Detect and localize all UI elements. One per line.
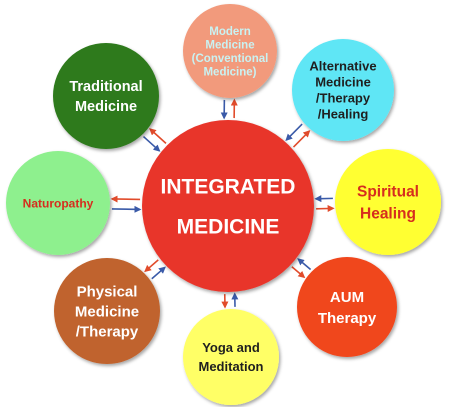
center-label-line-2: MEDICINE bbox=[177, 216, 280, 239]
arrow-out-aum-therapy bbox=[291, 266, 306, 279]
node-label-modern-medicine-line-3: (Conventional bbox=[192, 53, 269, 65]
node-circle-modern-medicine bbox=[183, 4, 277, 98]
node-circle-alternative-medicine bbox=[292, 39, 394, 141]
node-label-modern-medicine-line-4: Medicine) bbox=[203, 66, 256, 78]
arrow-in-traditional-medicine bbox=[142, 135, 161, 152]
node-label-alternative-medicine-line-3: /Therapy bbox=[316, 91, 371, 106]
arrow-in-alternative-medicine bbox=[285, 123, 303, 142]
node-label-traditional-medicine-line-1: Traditional bbox=[69, 79, 142, 95]
node-circle-spiritual-healing bbox=[335, 149, 441, 255]
arrow-in-aum-therapy bbox=[297, 258, 312, 271]
node-circle-aum-therapy bbox=[297, 257, 397, 357]
node-naturopathy: Naturopathy bbox=[6, 151, 110, 255]
center-node: INTEGRATED MEDICINE bbox=[142, 120, 314, 292]
node-label-physical-medicine-line-3: /Therapy bbox=[76, 323, 139, 340]
node-circle-yoga-meditation bbox=[183, 309, 279, 405]
nodes-layer: ModernMedicine(ConventionalMedicine)Alte… bbox=[6, 4, 441, 405]
node-label-modern-medicine-line-2: Medicine bbox=[205, 39, 254, 51]
arrow-out-physical-medicine bbox=[144, 259, 159, 273]
node-label-spiritual-healing-line-2: Healing bbox=[360, 206, 416, 223]
center-circle bbox=[142, 120, 314, 292]
arrows-layer bbox=[110, 98, 335, 309]
node-label-aum-therapy-line-1: AUM bbox=[330, 289, 364, 306]
node-circle-physical-medicine bbox=[54, 258, 160, 364]
node-circle-traditional-medicine bbox=[53, 43, 159, 149]
arrow-out-traditional-medicine bbox=[149, 128, 167, 144]
node-label-yoga-meditation-line-2: Meditation bbox=[199, 359, 264, 374]
node-aum-therapy: AUM Therapy bbox=[297, 257, 397, 357]
node-label-alternative-medicine-line-4: /Healing bbox=[318, 107, 369, 122]
node-label-physical-medicine-line-2: Medicine bbox=[75, 303, 139, 320]
node-label-physical-medicine-line-1: Physical bbox=[77, 283, 138, 300]
node-label-alternative-medicine-line-2: Medicine bbox=[315, 75, 371, 90]
node-label-yoga-meditation-line-1: Yoga and bbox=[202, 340, 260, 355]
node-label-aum-therapy-line-2: Therapy bbox=[318, 310, 377, 327]
center-label-line-1: INTEGRATED bbox=[161, 176, 296, 199]
node-label-modern-medicine-line-1: Modern bbox=[209, 26, 251, 38]
node-label-naturopathy-line-1: Naturopathy bbox=[23, 196, 94, 210]
center-layer: INTEGRATED MEDICINE bbox=[142, 120, 314, 292]
arrow-out-alternative-medicine bbox=[292, 130, 311, 148]
arrow-in-physical-medicine bbox=[151, 266, 166, 280]
node-label-traditional-medicine-line-2: Medicine bbox=[75, 99, 137, 115]
node-label-spiritual-healing-line-1: Spiritual bbox=[357, 184, 419, 201]
node-label-alternative-medicine-line-1: Alternative bbox=[309, 59, 376, 74]
node-circle-naturopathy bbox=[6, 151, 110, 255]
